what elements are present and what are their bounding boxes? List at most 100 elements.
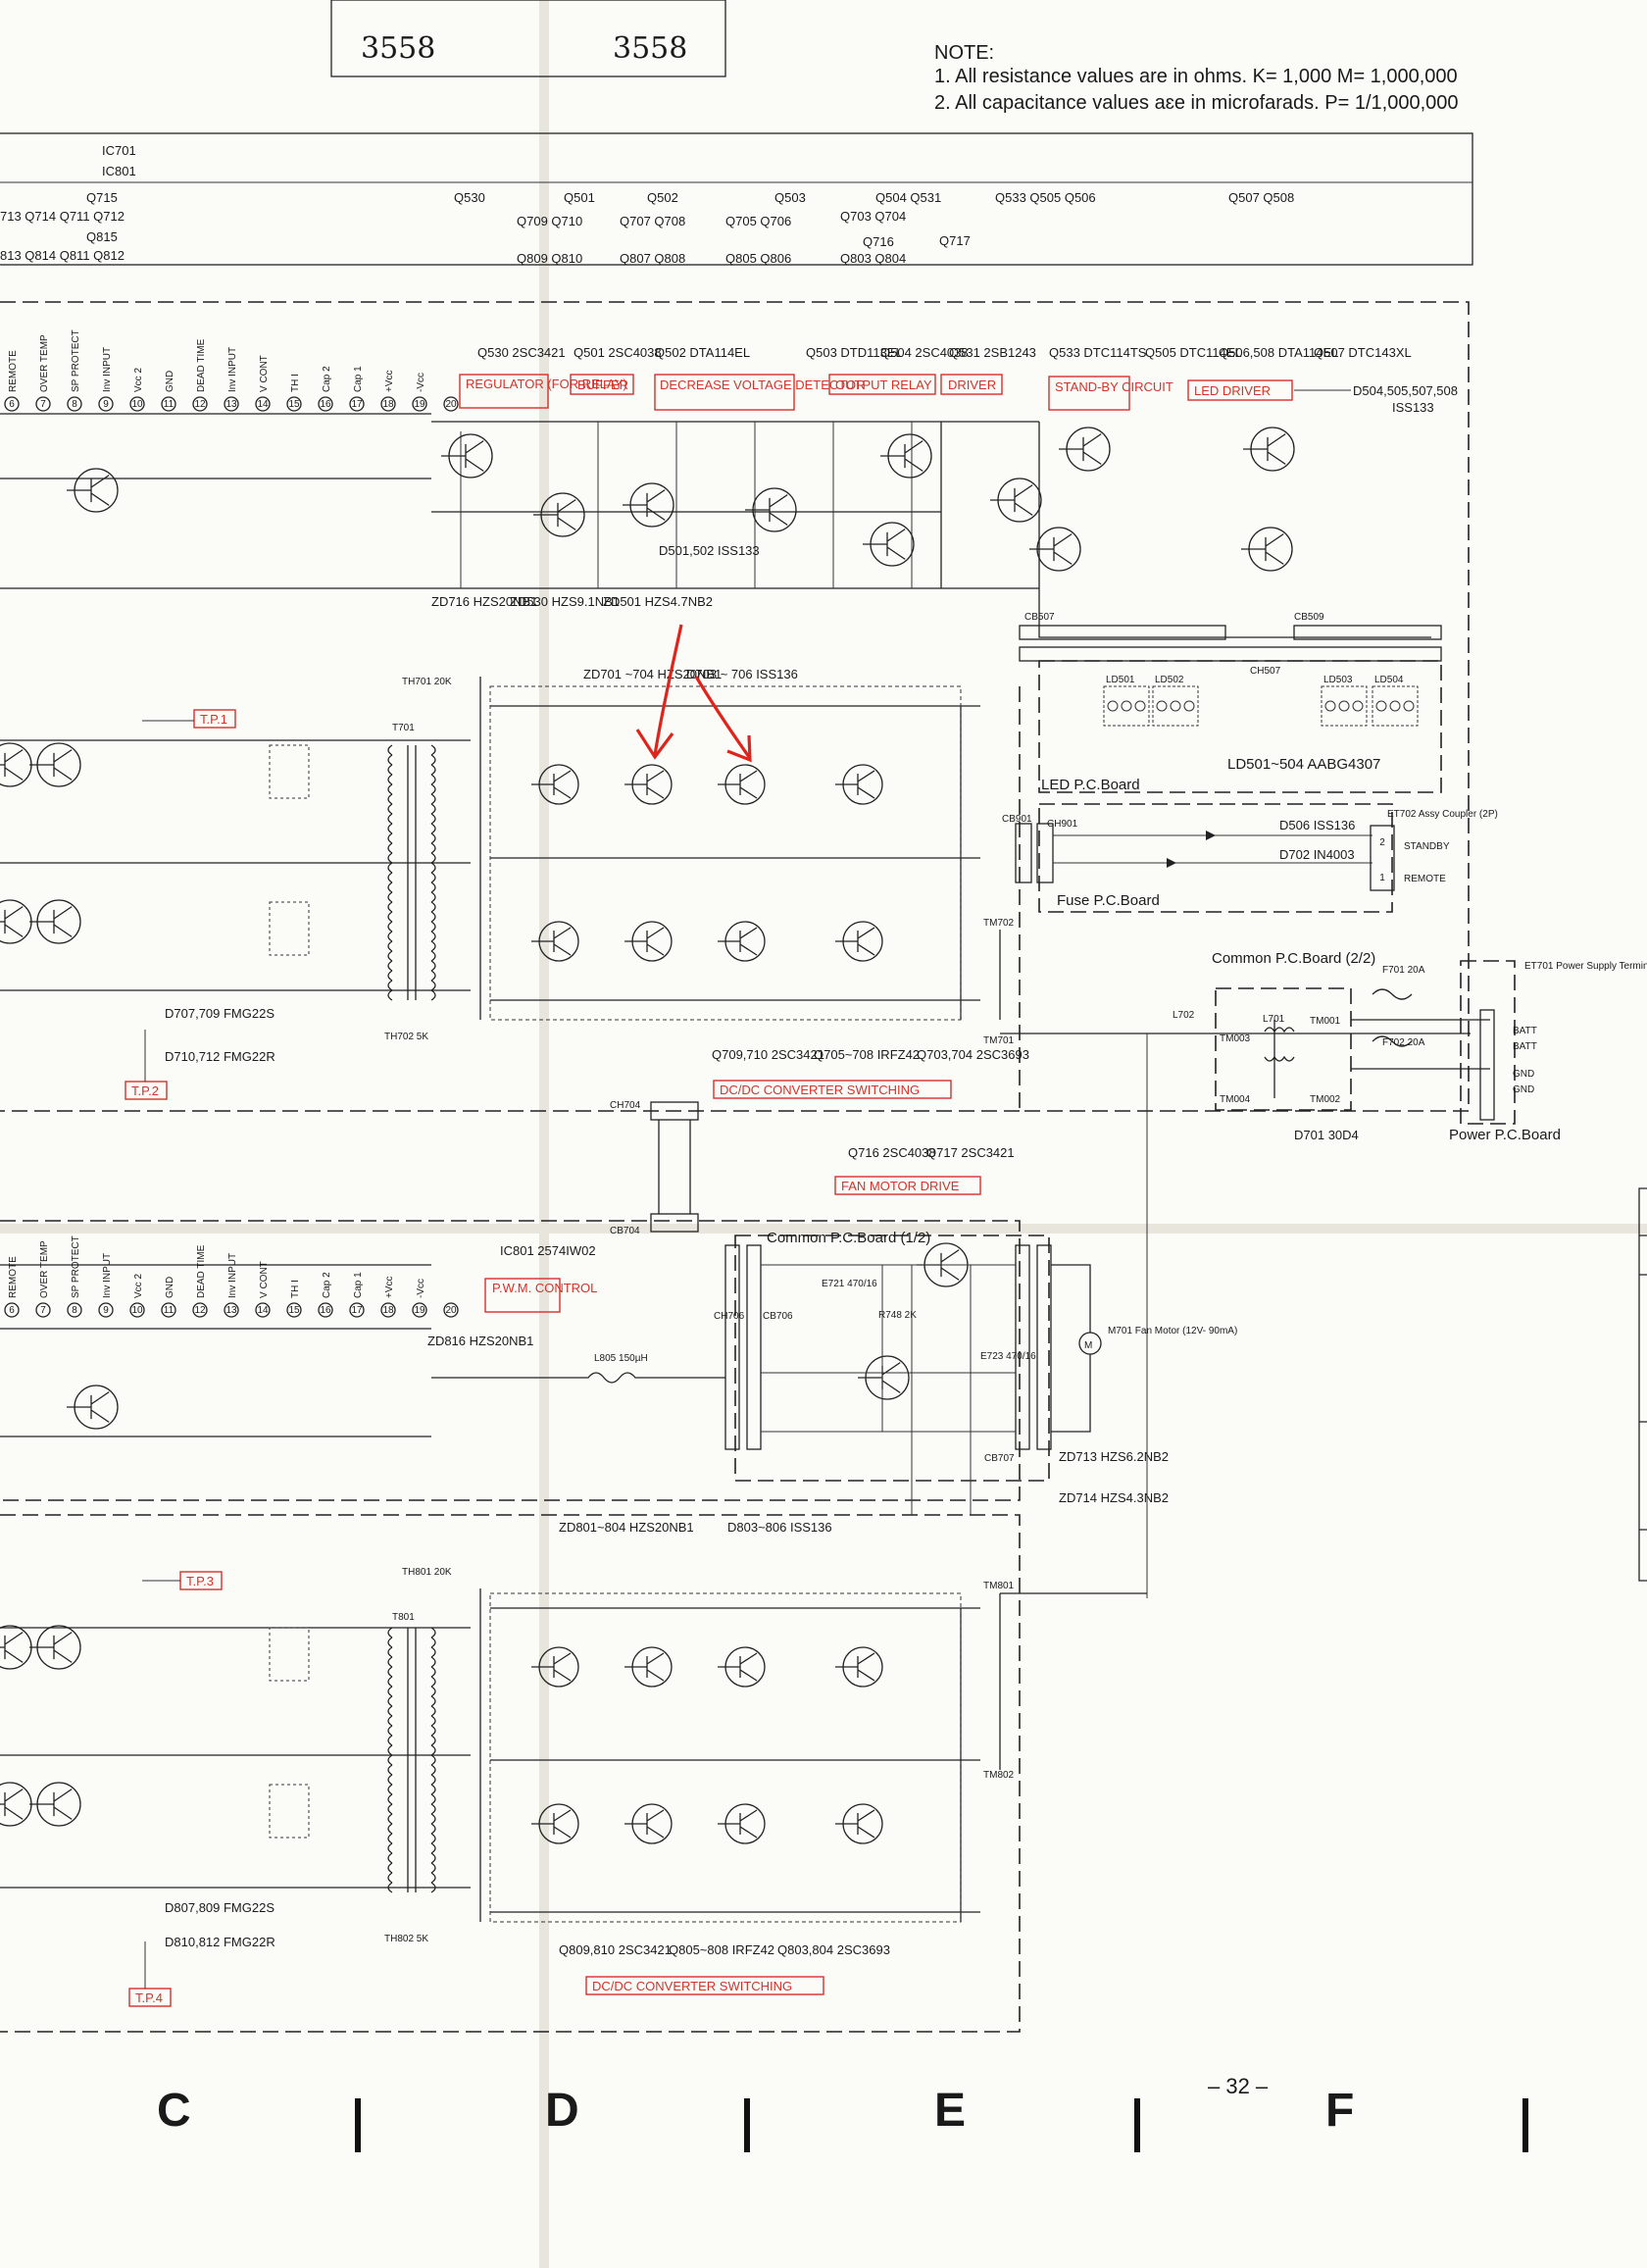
upper-switch-1-1-leads (624, 927, 665, 956)
upper-switch-0-2-leads (718, 770, 758, 799)
cb704-connector (650, 1213, 699, 1233)
ic701-pin-number: 10 (131, 399, 143, 410)
l701-symbol (1264, 1027, 1295, 1062)
ch707-connector (1036, 1244, 1052, 1450)
ic701-pin-number: 8 (72, 399, 77, 410)
label-zd816: ZD816 HZS20NB1 (427, 1334, 533, 1348)
led-element (1375, 700, 1387, 712)
led-cell-label: LD503 (1323, 675, 1353, 685)
note-title: NOTE: (934, 42, 994, 64)
label-ch704: CH704 (610, 1100, 641, 1111)
upper-switch-1-2-leads (718, 927, 758, 956)
ic701-pin-label: Vcc 2 (133, 368, 144, 392)
label-d702: D702 IN4003 (1279, 847, 1355, 862)
ic701-pin-number: 9 (103, 399, 109, 410)
label-l805: L805 150µH (594, 1353, 648, 1364)
ic801-pin-6 (4, 1302, 20, 1318)
upper-driver-1-0-leads (29, 906, 73, 937)
upper-switch-1-0-leads (531, 927, 572, 956)
ic801-pin-number: 18 (382, 1305, 394, 1316)
t801-symbol-secondary (430, 1627, 436, 1893)
ic801-pin-13 (224, 1302, 239, 1318)
label-q805: Q805~808 IRFZ42 (669, 1942, 774, 1957)
note-capacitance: 2. All capacitance values aɛe in microfa… (934, 92, 1459, 114)
ic801-pin-number: 8 (72, 1305, 77, 1316)
lower-switch-0-3-leads (835, 1652, 875, 1682)
ic701-pin-label: Inv INPUT (102, 347, 113, 392)
label-zd501: ZD501 HZS4.7NB2 (603, 594, 713, 609)
ic801-pin-number: 11 (164, 1305, 175, 1316)
ic801-pin-7 (35, 1302, 51, 1318)
ic701-pin-label: GND (165, 371, 175, 392)
q530-symbol-leads (441, 440, 484, 472)
page-number: – 32 – (1208, 2074, 1269, 2098)
ch704-connector (650, 1101, 699, 1121)
ic801-pin-label: OVER TEMP (39, 1240, 50, 1298)
label-tm004: TM004 (1220, 1094, 1251, 1105)
label-fn-regulator: REGULATOR (FOR RELAY) (466, 377, 627, 391)
ic701-pin-16 (318, 396, 333, 412)
lower-driver-0-0-leads (29, 1632, 73, 1663)
label-et702: ET702 Assy Coupler (2P) (1387, 809, 1498, 820)
lower-driver-1-1-leads (0, 1789, 24, 1820)
ic701-pin-label: Cap 1 (353, 366, 364, 392)
label-tm001: TM001 (1310, 1016, 1341, 1027)
ic701-pin-11 (161, 396, 176, 412)
lower-driver-1-0-leads (29, 1789, 73, 1820)
label-m701: M701 Fan Motor (12V- 90mA) (1108, 1326, 1237, 1336)
ref-q803: Q803 Q804 (840, 251, 906, 266)
label-d504-group: D504,505,507,508 (1353, 383, 1458, 398)
model-box (330, 0, 726, 77)
column-f: F (1325, 2085, 1354, 2137)
led-element (1403, 700, 1415, 712)
ic801-pin-18 (380, 1302, 396, 1318)
lower-diode-bridge-0 (269, 1627, 310, 1682)
upper-driver-1-1 (0, 899, 32, 944)
et702-coupler (1370, 825, 1395, 891)
ic801-pin-number: 19 (414, 1305, 425, 1316)
q507-symbol-leads (1241, 533, 1284, 565)
ic701-pin-label: DEAD TIME (196, 338, 207, 392)
ic801-pin-label: Cap 2 (322, 1272, 332, 1298)
cb706-connector (746, 1244, 762, 1450)
label-ch901: CH901 (1047, 819, 1078, 830)
led-cell-ld501 (1103, 685, 1150, 727)
label-d803: D803~806 ISS136 (727, 1520, 832, 1535)
ic801-pin-label: Cap 1 (353, 1272, 364, 1298)
ic801-pin-label: REMOTE (8, 1256, 19, 1298)
label-tp3: T.P.3 (186, 1574, 214, 1588)
upper-driver-0-0-leads (29, 749, 73, 781)
label-cb509: CB509 (1294, 612, 1324, 623)
label-tm801: TM801 (983, 1581, 1015, 1591)
ic701-pin-label: SP PROTECT (71, 329, 81, 392)
q501-symbol-leads (533, 499, 576, 530)
label-fn-decrease: DECREASE VOLTAGE DETECTOR (660, 378, 866, 392)
reference-table (0, 132, 1473, 266)
ic801-pin-number: 6 (9, 1305, 15, 1316)
ic801-pin-label: -Vcc (416, 1279, 426, 1298)
ic801-pin-label: DEAD TIME (196, 1244, 207, 1298)
ref-q533: Q533 Q505 Q506 (995, 190, 1096, 205)
ic701-pin-number: 19 (414, 399, 425, 410)
lower-switch-0-2-leads (718, 1652, 758, 1682)
ic801-pin-15 (286, 1302, 302, 1318)
note-resistance: 1. All resistance values are in ohms. K=… (934, 66, 1458, 87)
ic701-pin-number: 6 (9, 399, 15, 410)
ref-q815: Q815 (86, 229, 118, 244)
label-tp2: T.P.2 (131, 1084, 159, 1098)
power-board-outline (1460, 960, 1516, 1125)
lower-switch-0-0-leads (531, 1652, 572, 1682)
q508-symbol-leads (1243, 433, 1286, 465)
ic801-pin-number: 16 (320, 1305, 331, 1316)
label-tm003: TM003 (1220, 1033, 1251, 1044)
upper-switch-0-1-leads (624, 770, 665, 799)
ic701-pin-12 (192, 396, 208, 412)
upper-driver-0-1 (0, 742, 32, 787)
ic701-pin-number: 13 (225, 399, 237, 410)
ic701-pin-6 (4, 396, 20, 412)
ic701-pin-7 (35, 396, 51, 412)
label-power-board: Power P.C.Board (1449, 1127, 1561, 1143)
label-fn-output-relay: OUTPUT RELAY (835, 378, 932, 392)
